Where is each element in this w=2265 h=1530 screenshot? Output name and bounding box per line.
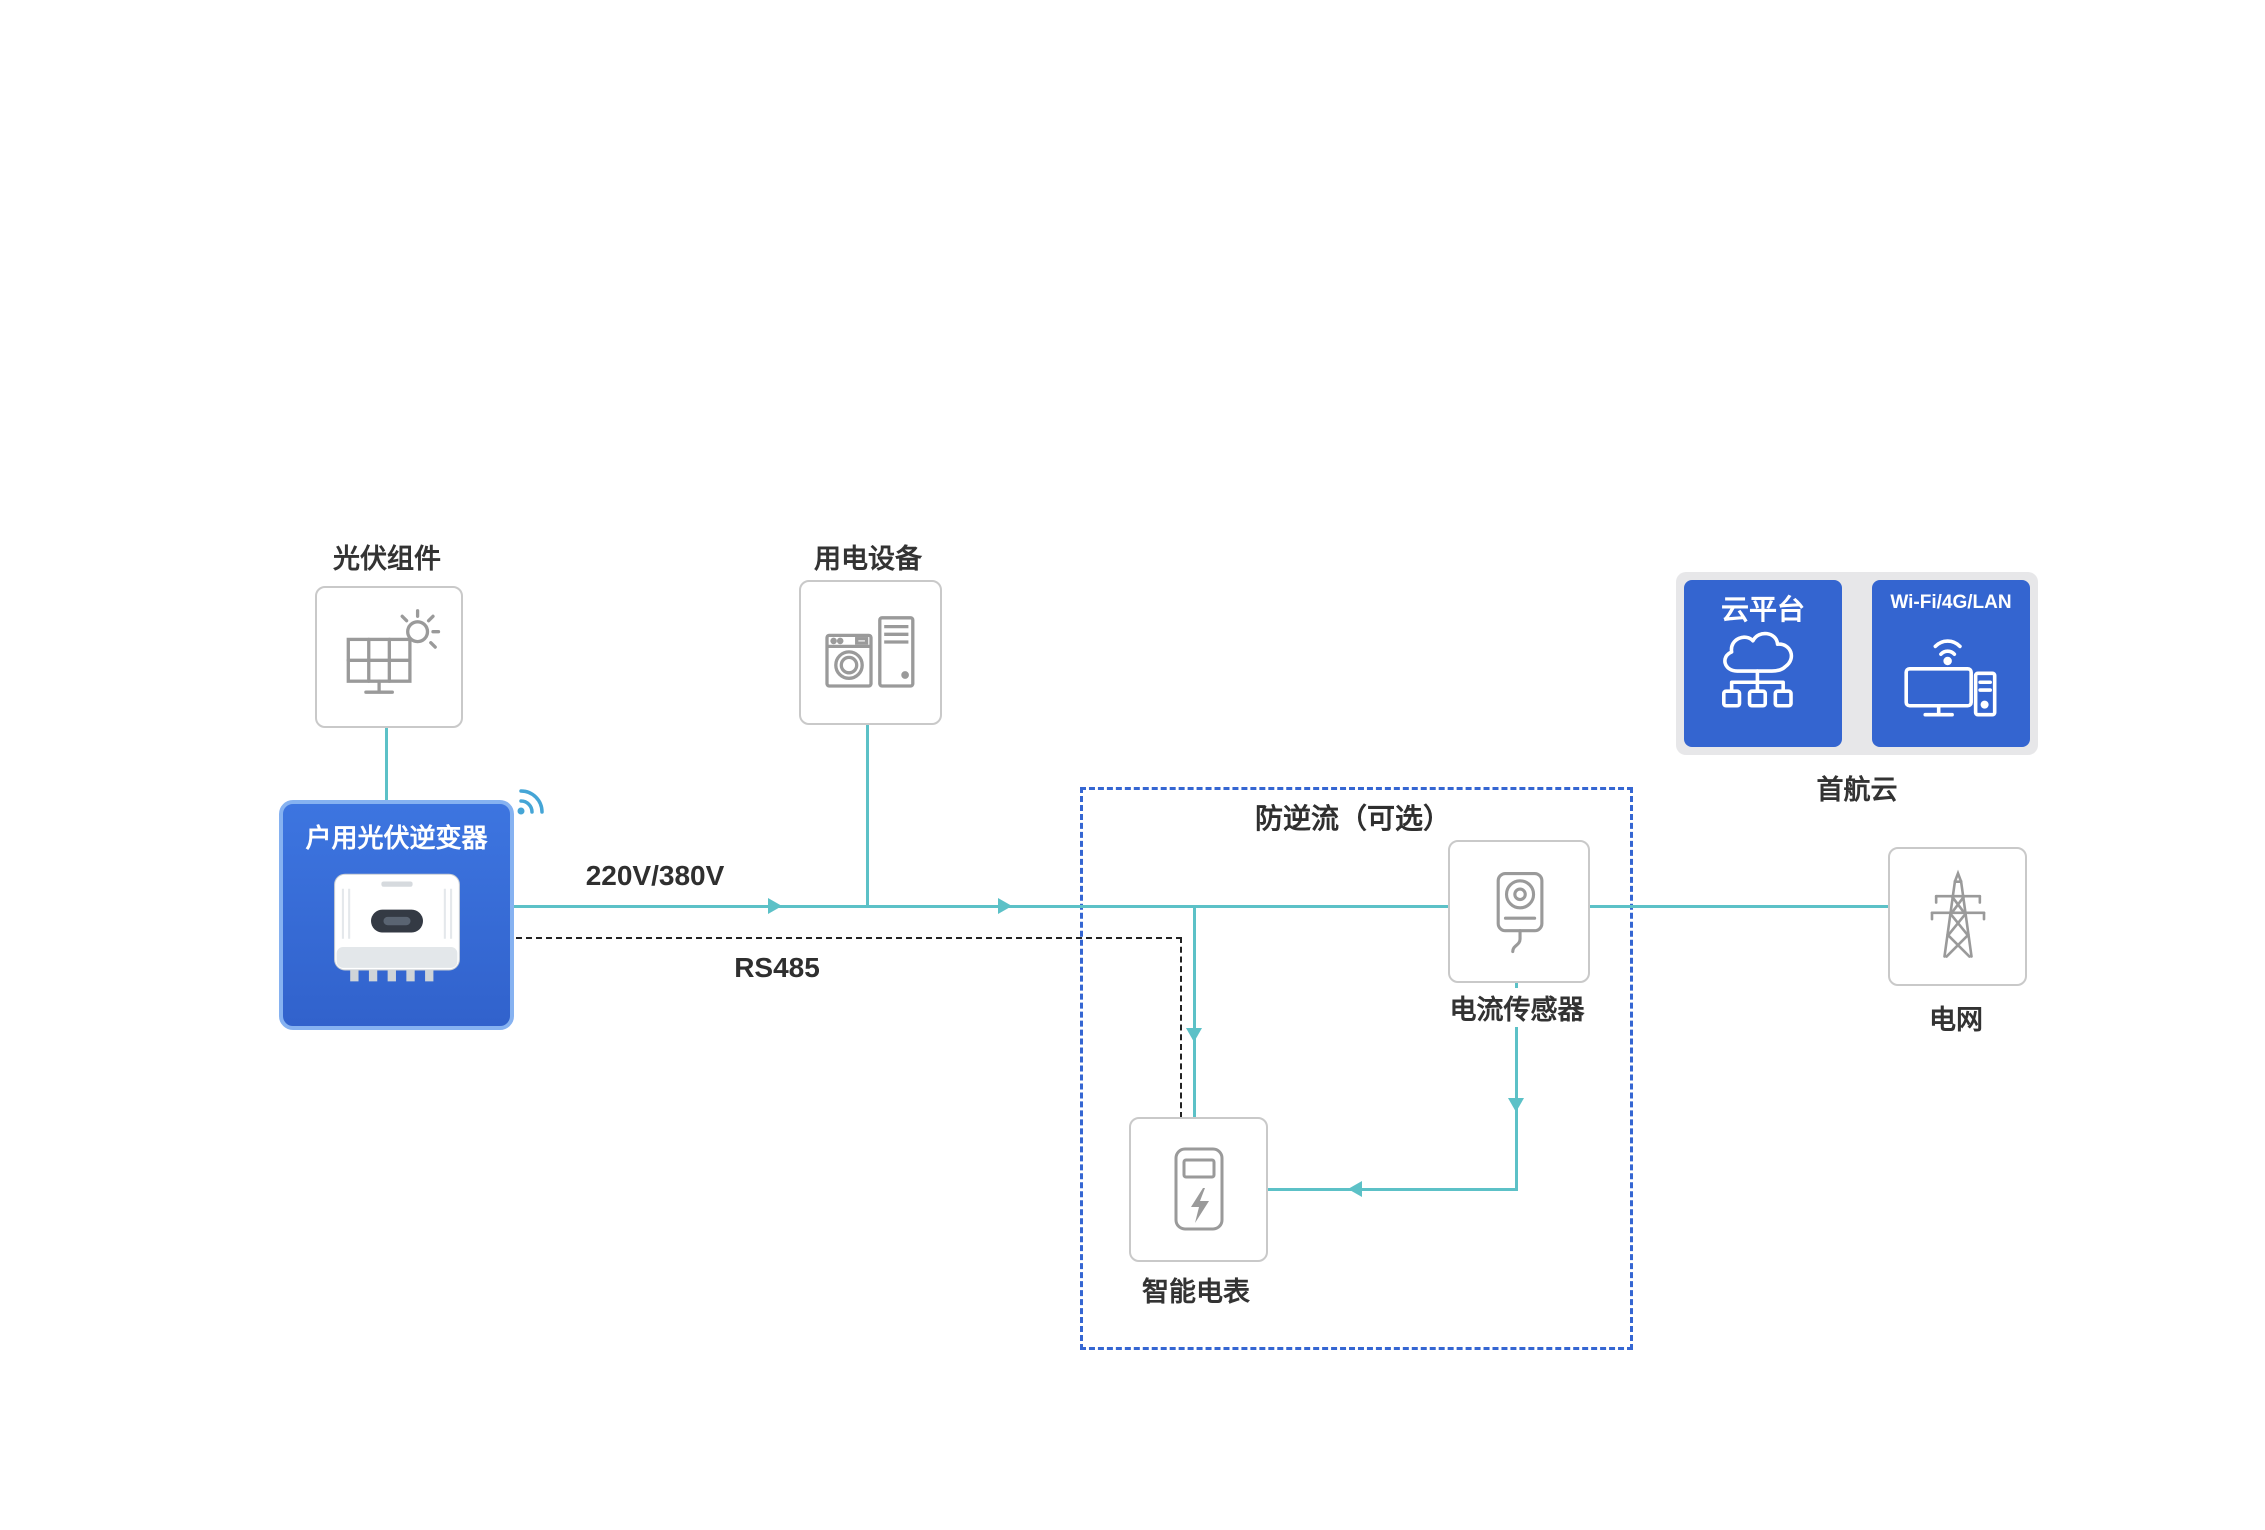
meter-node (1129, 1117, 1268, 1262)
monitor-wifi-icon (1904, 639, 1997, 717)
pv-node (315, 586, 463, 728)
pv-label: 光伏组件 (333, 544, 441, 574)
appliances-icon (824, 615, 914, 688)
ac-main-line (506, 905, 1890, 908)
power-grid-icon (1930, 869, 1985, 958)
pv-to-inverter-line (385, 724, 388, 802)
smart-meter-icon (1174, 1147, 1223, 1230)
sensor-to-meter-line (1264, 1188, 1518, 1191)
inverter-label: 户用光伏逆变器 (305, 823, 488, 853)
sensor-node (1448, 840, 1590, 983)
anti-backflow-region-label: 防逆流（可选） (1254, 803, 1452, 834)
cloud-comm-card: Wi-Fi/4G/LAN (1872, 580, 2030, 747)
anti-backflow-region (1080, 787, 1633, 1350)
rs485-vertical-line (1180, 937, 1182, 1118)
arrow-left-to-meter (1348, 1181, 1362, 1197)
solar-panel-icon (346, 609, 441, 694)
rs485-label: RS485 (734, 952, 820, 983)
load-drop-line (866, 721, 869, 907)
arrow-down-sensor (1508, 1098, 1524, 1112)
arrow-right-2 (998, 898, 1012, 914)
meter-drop-line (1193, 905, 1196, 1118)
load-label: 用电设备 (814, 544, 922, 574)
load-node (799, 580, 942, 725)
inverter-device-icon (334, 873, 460, 982)
arrow-right-1 (768, 898, 782, 914)
rs485-horizontal-line (506, 937, 1182, 939)
meter-label: 智能电表 (1142, 1277, 1250, 1307)
cloud-group: 云平台 Wi-Fi/4G/LAN (1676, 572, 2038, 755)
current-sensor-icon (1496, 871, 1544, 953)
cloud-network-icon (1722, 631, 1794, 708)
sensor-down-line (1515, 979, 1518, 1191)
cloud-comm-label: Wi-Fi/4G/LAN (1890, 592, 2012, 613)
grid-label: 电网 (1929, 1005, 1983, 1035)
inverter-node: 户用光伏逆变器 (279, 800, 514, 1030)
sensor-label: 电流传感器 (1443, 988, 1591, 1027)
ac-voltage-label: 220V/380V (585, 860, 725, 891)
cloud-platform-card: 云平台 (1684, 580, 1842, 747)
arrow-down-meter (1186, 1028, 1202, 1042)
cloud-platform-label: 云平台 (1720, 594, 1806, 625)
grid-node (1888, 847, 2027, 986)
cloud-group-label: 首航云 (1816, 775, 1898, 805)
wifi-signal-icon (517, 789, 544, 815)
